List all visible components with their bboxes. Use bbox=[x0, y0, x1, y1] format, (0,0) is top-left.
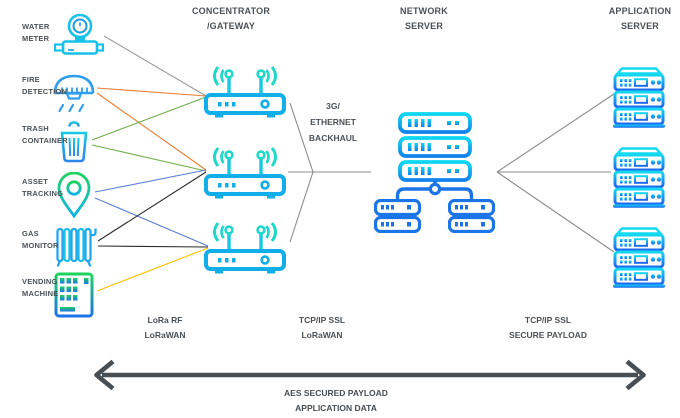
link-gateway-3-network-server bbox=[289, 171, 314, 243]
device-label-fire-detection: FIRE DETECTION bbox=[22, 75, 68, 96]
link-water-meter-gateway-1 bbox=[103, 35, 207, 97]
device-label-trash-container: TRASH CONTAINER bbox=[22, 124, 68, 145]
device-gateway-links bbox=[91, 35, 209, 292]
water-meter-icon bbox=[54, 13, 104, 55]
network-sub-stack-right-icon bbox=[448, 199, 495, 233]
link-gateway-1-network-server bbox=[289, 102, 314, 173]
link-vending-machine-gateway-3 bbox=[96, 247, 209, 292]
tcpip-secure-label: TCP/IP SSL SECURE PAYLOAD bbox=[509, 315, 587, 340]
vending-machine-icon bbox=[54, 272, 94, 318]
link-asset-tracking-gateway-3 bbox=[94, 197, 209, 247]
link-trash-container-gateway-2 bbox=[91, 144, 207, 172]
server-cluster-icon bbox=[374, 112, 495, 233]
lora-rf-label: LoRa RF LoRaWAN bbox=[144, 315, 186, 340]
radiator-icon bbox=[56, 227, 97, 267]
tcpip-lorawan-label: TCP/IP SSL LoRaWAN bbox=[298, 315, 346, 340]
link-network-server-application-server-3 bbox=[496, 171, 615, 253]
link-fire-detection-gateway-2 bbox=[96, 92, 207, 171]
router-icon-gateway-2 bbox=[204, 146, 286, 200]
aes-double-arrow bbox=[94, 359, 646, 391]
server-rack-icon-app-2 bbox=[612, 147, 666, 208]
link-network-server-application-server-1 bbox=[496, 93, 615, 173]
device-label-gas-monitor: GAS MONITOR bbox=[22, 229, 59, 250]
link-gas-monitor-gateway-3 bbox=[97, 245, 209, 248]
network-server-header: NETWORK SERVER bbox=[400, 6, 448, 31]
server-rack-icon-app-1 bbox=[612, 67, 666, 128]
network-sub-stack-left-icon bbox=[374, 199, 421, 233]
link-asset-tracking-gateway-2 bbox=[94, 169, 207, 193]
device-label-asset-tracking: ASSET TRACKING bbox=[22, 177, 64, 198]
network-main-stack-icon bbox=[398, 112, 472, 182]
location-pin-icon bbox=[57, 172, 91, 218]
aes-payload-label: AES SECURED PAYLOAD APPLICATION DATA bbox=[284, 388, 388, 413]
link-gas-monitor-gateway-2 bbox=[97, 171, 207, 242]
backhaul-label: 3G/ ETHERNET BACKHAUL bbox=[308, 101, 358, 143]
device-label-water-meter: WATER METER bbox=[22, 22, 50, 43]
concentrator-gateway-header: CONCENTRATOR /GATEWAY bbox=[191, 6, 271, 31]
application-server-header: APPLICATION SERVER bbox=[608, 6, 672, 31]
device-label-vending-machine: VENDING MACHINE bbox=[22, 277, 59, 298]
link-fire-detection-gateway-1 bbox=[96, 87, 207, 97]
link-trash-container-gateway-1 bbox=[91, 96, 207, 141]
cluster-junction bbox=[428, 182, 442, 196]
backhaul-links bbox=[288, 102, 371, 243]
router-icon-gateway-3 bbox=[204, 221, 286, 275]
router-icon-gateway-1 bbox=[204, 65, 286, 119]
application-links bbox=[496, 93, 615, 253]
server-rack-icon-app-3 bbox=[612, 227, 666, 288]
